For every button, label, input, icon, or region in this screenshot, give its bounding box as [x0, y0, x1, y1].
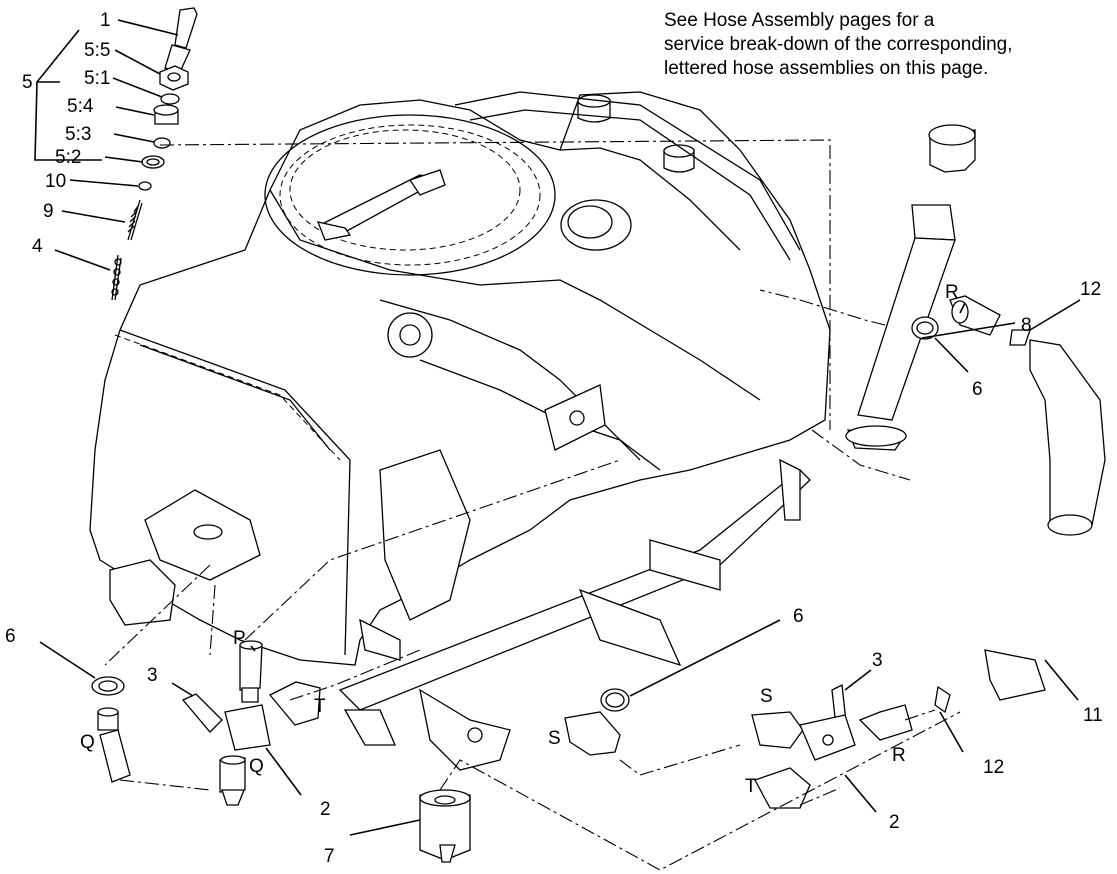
- callout-6-left: 6: [5, 626, 16, 647]
- callout-10: 10: [45, 171, 66, 192]
- callout-5: 5: [22, 72, 33, 93]
- callout-2-left: 2: [320, 799, 331, 820]
- note-line-1: See Hose Assembly pages for a: [664, 10, 935, 31]
- callout-5-2: 5:2: [55, 147, 81, 168]
- callout-r-top: R: [945, 282, 959, 303]
- callout-6-mid: 6: [793, 606, 804, 627]
- callout-11: 11: [1083, 705, 1103, 726]
- callout-q-left: Q: [80, 732, 95, 753]
- leader-lines: [34, 19, 1081, 836]
- frame-chassis: [109, 312, 811, 771]
- callout-8: 8: [1021, 315, 1032, 336]
- right-valve-group: [419, 684, 913, 863]
- callout-12-bottom: 12: [983, 757, 1004, 778]
- callout-1: 1: [100, 10, 111, 31]
- phantom-lines: [104, 139, 961, 871]
- callout-t-left: T: [314, 696, 326, 717]
- callout-t-right: T: [745, 776, 757, 797]
- note-line-2: service break-down of the corresponding,: [664, 34, 1013, 55]
- note-line-3: lettered hose assemblies on this page.: [664, 58, 989, 79]
- callout-2-right: 2: [889, 812, 900, 833]
- callout-5-5: 5:5: [84, 40, 110, 61]
- callout-5-1: 5:1: [84, 68, 110, 89]
- callout-r-bottom: R: [892, 745, 906, 766]
- callout-s-left: S: [548, 728, 561, 749]
- spray-tank: [89, 91, 831, 666]
- callout-5-3: 5:3: [65, 124, 91, 145]
- callout-s-right: S: [760, 686, 773, 707]
- callout-4: 4: [32, 236, 43, 257]
- callout-9: 9: [43, 201, 54, 222]
- callout-7: 7: [324, 846, 335, 867]
- callout-3-left: 3: [147, 665, 158, 686]
- standpipe: [845, 124, 976, 451]
- callout-3-right: 3: [872, 650, 883, 671]
- left-valve-group: [91, 640, 321, 806]
- callout-5-4: 5:4: [67, 96, 94, 117]
- callout-12-top: 12: [1080, 279, 1101, 300]
- callout-q-right: Q: [249, 756, 264, 777]
- callout-6-right: 6: [972, 379, 983, 400]
- hose-assembly-note: See Hose Assembly pages for a service br…: [664, 9, 1013, 81]
- fill-cap-assembly: [111, 7, 198, 301]
- callout-p: P: [233, 628, 246, 649]
- callout-labels: 1 5:5 5:1 5 5:4 5:3 5:2 10 9 4 8 R 12 6 …: [5, 10, 1103, 867]
- right-hose-fittings: [911, 295, 1106, 714]
